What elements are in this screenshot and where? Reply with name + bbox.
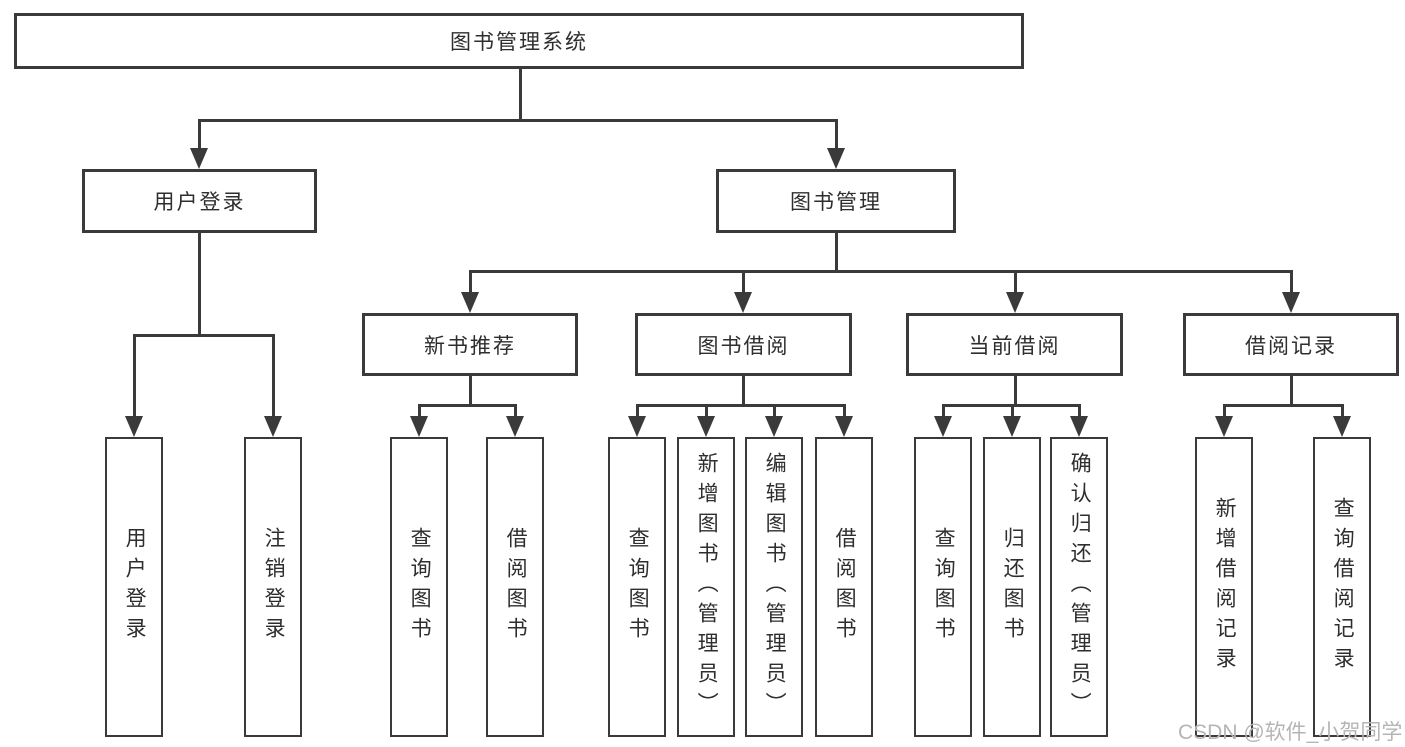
connector-line: [1223, 404, 1226, 422]
connector-line: [1011, 404, 1014, 422]
connector-line: [835, 119, 838, 155]
connector-line: [1014, 375, 1017, 406]
arrow-down-icon: [1006, 292, 1024, 313]
leaf-return-book: 归还图书: [983, 437, 1041, 737]
csdn-watermark: CSDN @软件_小贺同学: [1178, 721, 1403, 744]
leaf-label: 用户登录: [123, 527, 147, 647]
leaf-label: 编辑图书（管理员）: [763, 452, 787, 722]
leaf-label: 新增图书（管理员）: [695, 452, 719, 722]
arrow-down-icon: [734, 292, 752, 313]
leaf-add-borrow-record: 新增借阅记录: [1195, 437, 1253, 737]
node-current-borrow: 当前借阅: [906, 313, 1123, 376]
connector-line: [1078, 404, 1081, 422]
leaf-label: 注销登录: [262, 527, 286, 647]
leaf-user-login: 用户登录: [105, 437, 163, 737]
connector-line: [1014, 270, 1017, 298]
connector-line: [773, 404, 776, 422]
leaf-borrow-books: 借阅图书: [815, 437, 873, 737]
leaf-label: 查询图书: [626, 527, 650, 647]
leaf-label: 借阅图书: [833, 527, 857, 647]
arrow-down-icon: [697, 416, 715, 437]
arrow-down-icon: [765, 416, 783, 437]
node-book-borrow: 图书借阅: [635, 313, 852, 376]
connector-line: [514, 404, 517, 422]
leaf-borrow-books-recommend: 借阅图书: [486, 437, 544, 737]
connector-line: [469, 270, 1293, 273]
node-user-login: 用户登录: [82, 169, 317, 233]
connector-line: [469, 270, 472, 298]
connector-line: [133, 334, 136, 422]
arrow-down-icon: [461, 292, 479, 313]
arrow-down-icon: [190, 148, 208, 169]
connector-line: [1223, 404, 1344, 407]
leaf-label: 查询借阅记录: [1331, 497, 1355, 677]
connector-line: [742, 375, 745, 406]
connector-line: [198, 232, 201, 336]
connector-line: [742, 270, 745, 298]
leaf-label: 查询图书: [932, 527, 956, 647]
leaf-query-books-current: 查询图书: [914, 437, 972, 737]
arrow-down-icon: [264, 416, 282, 437]
arrow-down-icon: [1003, 416, 1021, 437]
arrow-down-icon: [410, 416, 428, 437]
connector-line: [198, 119, 838, 122]
arrow-down-icon: [1282, 292, 1300, 313]
node-new-book-recommend: 新书推荐: [362, 313, 578, 376]
connector-line: [636, 404, 846, 407]
connector-line: [198, 119, 201, 155]
leaf-query-borrow-record: 查询借阅记录: [1313, 437, 1371, 737]
leaf-label: 借阅图书: [504, 527, 528, 647]
connector-line: [705, 404, 708, 422]
connector-line: [418, 404, 421, 422]
arrow-down-icon: [835, 416, 853, 437]
arrow-down-icon: [827, 148, 845, 169]
connector-line: [1341, 404, 1344, 422]
connector-line: [636, 404, 639, 422]
connector-line: [272, 334, 275, 422]
node-borrow-records: 借阅记录: [1183, 313, 1399, 376]
leaf-label: 新增借阅记录: [1213, 497, 1237, 677]
leaf-add-book-admin: 新增图书（管理员）: [677, 437, 735, 737]
leaf-label: 确认归还（管理员）: [1068, 452, 1092, 722]
connector-line: [469, 375, 472, 406]
leaf-confirm-return-admin: 确认归还（管理员）: [1050, 437, 1108, 737]
arrow-down-icon: [628, 416, 646, 437]
arrow-down-icon: [934, 416, 952, 437]
leaf-label: 归还图书: [1001, 527, 1025, 647]
arrow-down-icon: [1333, 416, 1351, 437]
connector-line: [519, 66, 522, 121]
leaf-logout: 注销登录: [244, 437, 302, 737]
leaf-query-books-borrow: 查询图书: [608, 437, 666, 737]
arrow-down-icon: [506, 416, 524, 437]
leaf-edit-book-admin: 编辑图书（管理员）: [745, 437, 803, 737]
leaf-query-books-recommend: 查询图书: [390, 437, 448, 737]
connector-line: [418, 404, 517, 407]
connector-line: [133, 334, 275, 337]
connector-line: [1290, 375, 1293, 406]
leaf-label: 查询图书: [408, 527, 432, 647]
arrow-down-icon: [1070, 416, 1088, 437]
node-book-management: 图书管理: [716, 169, 956, 233]
node-library-system: 图书管理系统: [14, 13, 1024, 69]
connector-line: [1290, 270, 1293, 298]
arrow-down-icon: [1215, 416, 1233, 437]
connector-line: [835, 232, 838, 272]
connector-line: [843, 404, 846, 422]
arrow-down-icon: [125, 416, 143, 437]
connector-line: [942, 404, 945, 422]
